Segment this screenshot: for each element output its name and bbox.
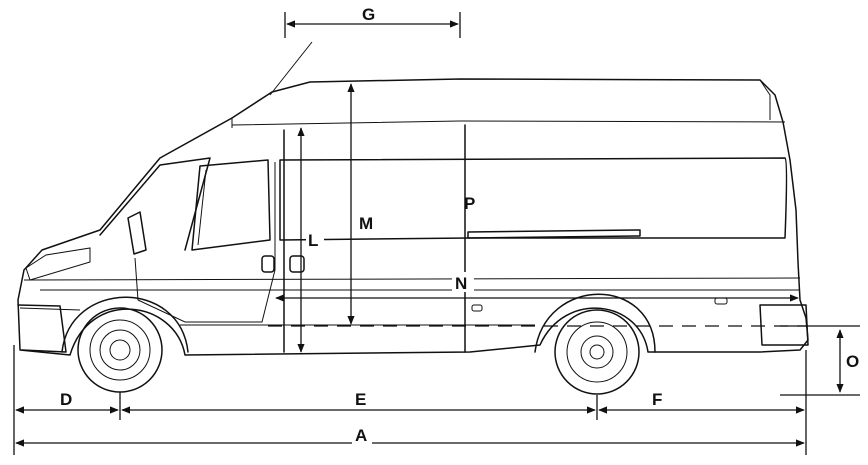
front-bumper [17,304,67,353]
label-N: N [455,274,467,293]
cab-door-handle [261,255,275,273]
van-outline [17,78,809,356]
dimension-lines [13,12,860,455]
van-body [17,78,809,356]
label-D: D [60,390,72,409]
dimension-labels: A D E F G L M N O P [60,5,859,446]
g-leader-line [269,41,313,96]
label-O: O [846,352,859,371]
label-E: E [355,390,366,409]
rear-wheel-arch [534,293,656,353]
side-mirror [127,211,147,255]
label-P: P [464,194,475,213]
rear-bumper [759,304,809,346]
cab-door [134,162,276,323]
sliding-door-handle [289,255,305,273]
cab-window [191,159,271,251]
front-wheel [77,307,163,393]
rear-wheel [554,309,640,395]
roof-line [231,120,786,126]
label-M: M [359,214,373,233]
label-L: L [308,231,318,250]
label-F: F [652,390,662,409]
side-marker [714,297,728,305]
side-window [279,157,788,241]
label-A: A [355,426,367,445]
slide-rail [467,229,641,239]
windscreen [99,157,211,251]
front-wheel-arch [61,296,189,353]
label-G: G [362,5,375,24]
headlight [25,247,91,281]
